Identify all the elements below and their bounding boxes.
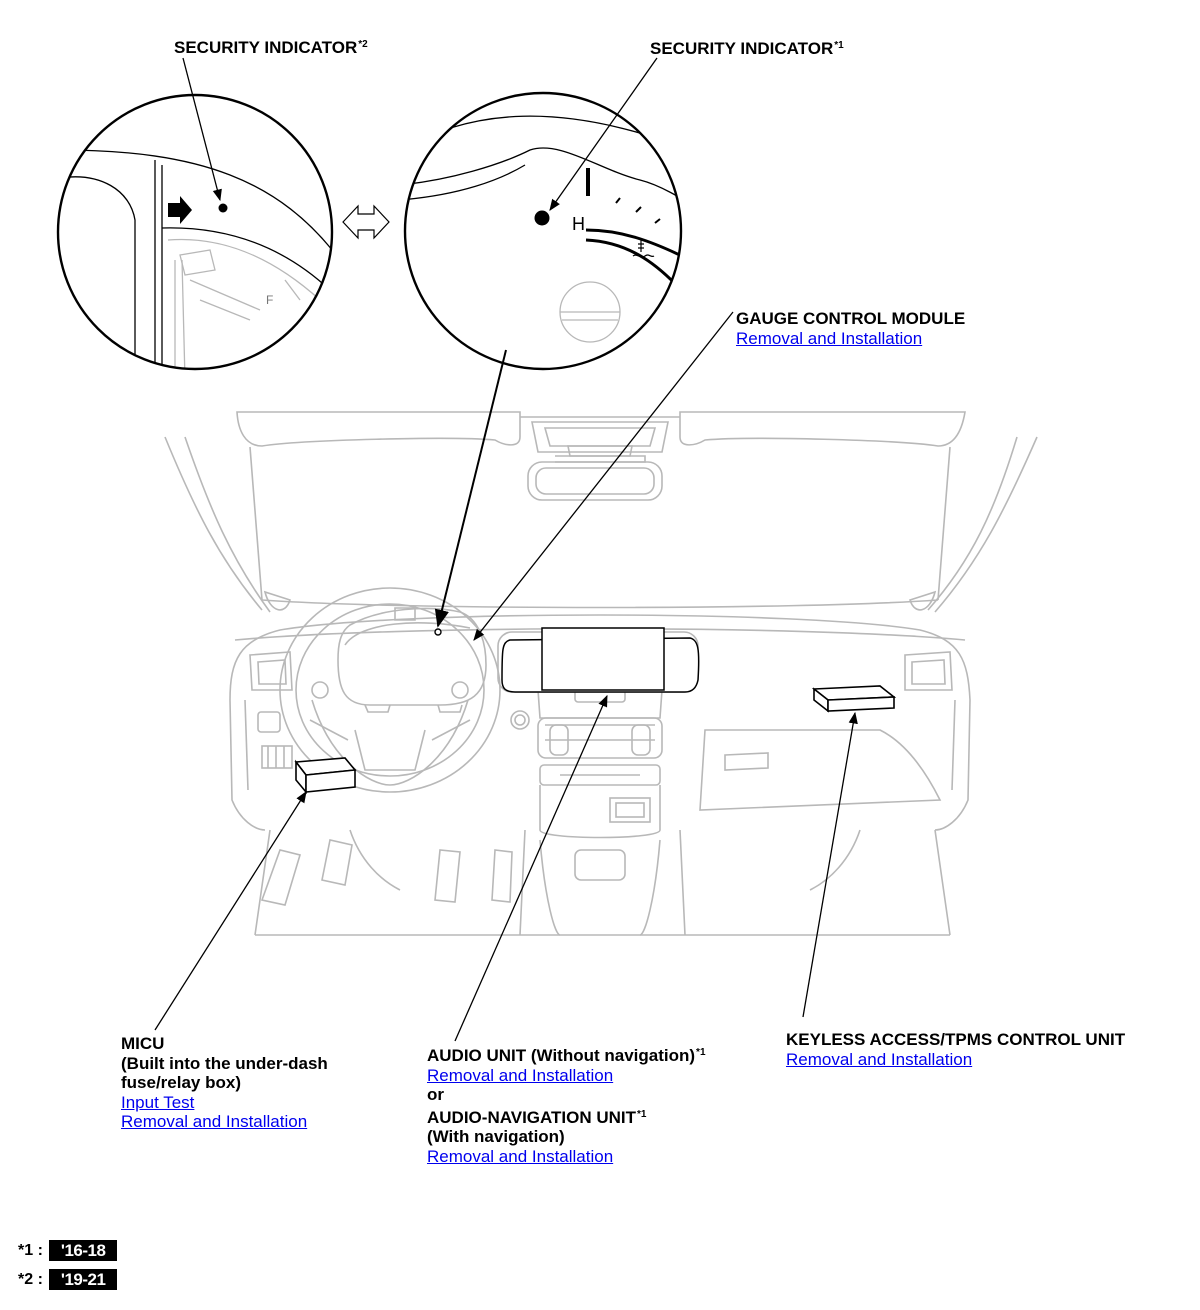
gauge-ticks <box>615 197 661 224</box>
label-security-indicator-1: SECURITY INDICATOR*1 <box>650 36 844 59</box>
label-audio-unit: AUDIO UNIT (Without navigation)*1 Remova… <box>427 1043 706 1166</box>
leader-security-2 <box>182 57 222 202</box>
magnified-circle-1-outline <box>403 91 683 371</box>
leader-gauge-control <box>473 311 734 641</box>
magnified-circle-2 <box>59 149 332 369</box>
leader-audio <box>454 694 608 1042</box>
micu-line2: (Built into the under-dash <box>121 1053 328 1073</box>
gauge-control-module-title: GAUGE CONTROL MODULE <box>736 309 966 328</box>
micu-input-test-link[interactable]: Input Test <box>121 1092 195 1112</box>
audio-nav-with-navigation: (With navigation) <box>427 1127 565 1146</box>
audio-display <box>501 627 700 693</box>
micu-removal-link[interactable]: Removal and Installation <box>121 1112 308 1131</box>
audio-or-text: or <box>427 1085 444 1104</box>
security-indicator-2-dot <box>218 203 228 213</box>
gauge-needle-mark <box>586 168 590 196</box>
gauge-control-removal-link[interactable]: Removal and Installation <box>736 328 923 348</box>
label-security-indicator-2: SECURITY INDICATOR*2 <box>174 35 368 58</box>
audio-nav-unit-title: AUDIO-NAVIGATION UNIT <box>427 1107 637 1127</box>
micu-box <box>294 757 357 795</box>
temperature-icon <box>632 240 655 258</box>
leader-security-1 <box>549 57 658 211</box>
label-micu: MICU (Built into the under-dash fuse/rel… <box>121 1034 328 1132</box>
double-arrow-icon <box>342 204 390 240</box>
footnote-2: *2 : '19-21 <box>18 1269 118 1290</box>
footnote-mark: *1 <box>637 1108 647 1120</box>
magnified-circle-1 <box>405 115 681 343</box>
label-gauge-control-module: GAUGE CONTROL MODULE Removal and Install… <box>736 309 965 348</box>
arrow-indicator-icon <box>168 196 192 224</box>
security-indicator-1-dot <box>534 210 550 226</box>
cluster-indicator-point <box>434 628 442 636</box>
magnified-circle-2-outline <box>56 93 334 371</box>
keyless-removal-link[interactable]: Removal and Installation <box>786 1049 973 1069</box>
audio-nav-removal-link[interactable]: Removal and Installation <box>427 1146 614 1166</box>
label-keyless-access: KEYLESS ACCESS/TPMS CONTROL UNIT Removal… <box>786 1030 1125 1069</box>
micu-line3: fuse/relay box) <box>121 1073 241 1092</box>
footnote-mark: *1 <box>834 40 844 51</box>
footnote-2-code: '19-21 <box>48 1269 118 1290</box>
keyless-title: KEYLESS ACCESS/TPMS CONTROL UNIT <box>786 1030 1126 1049</box>
audio-unit-removal-link[interactable]: Removal and Installation <box>427 1065 614 1085</box>
leader-keyless <box>802 711 858 1018</box>
label-security-indicator-1-text: SECURITY INDICATOR <box>650 39 834 58</box>
leader-lines <box>154 57 858 1042</box>
leader-cluster <box>434 349 507 628</box>
label-security-indicator-2-text: SECURITY INDICATOR <box>174 38 358 57</box>
keyless-box <box>811 685 897 713</box>
audio-unit-title: AUDIO UNIT (Without navigation) <box>427 1046 696 1065</box>
vehicle-interior-drawing <box>164 411 1038 936</box>
gauge-f-glyph: F <box>266 293 273 307</box>
footnote-2-key: *2 : <box>18 1270 43 1288</box>
footnote-mark: *1 <box>696 1047 706 1058</box>
leader-micu <box>154 791 307 1031</box>
footnote-1-code: '16-18 <box>48 1240 118 1261</box>
gauge-h-glyph: H <box>572 214 585 234</box>
footnote-mark: *2 <box>358 39 368 50</box>
footnote-1-key: *1 : <box>18 1241 43 1259</box>
footnote-1: *1 : '16-18 <box>18 1240 118 1261</box>
micu-title: MICU <box>121 1034 165 1053</box>
